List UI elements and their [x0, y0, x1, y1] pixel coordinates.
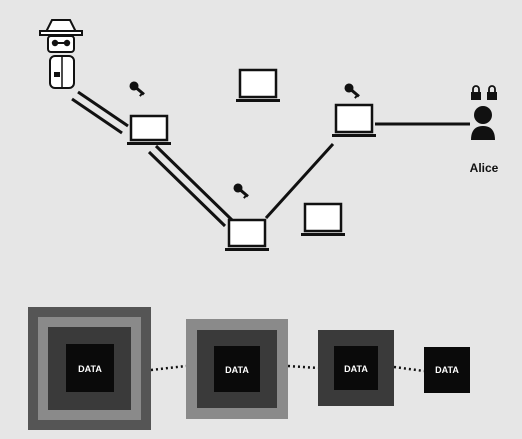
spy-icon	[39, 19, 83, 89]
laptop-icon	[127, 114, 171, 145]
data-label: DATA	[225, 365, 249, 375]
data-packet-4-layers: DATA	[28, 307, 151, 430]
alice-label: Alice	[470, 161, 499, 175]
laptop-icon	[301, 202, 345, 236]
key-icon	[344, 83, 360, 99]
laptop-icon	[236, 68, 280, 102]
laptop-icon	[225, 218, 269, 251]
user-icon	[471, 106, 495, 140]
laptop-icon	[332, 103, 376, 137]
data-label: DATA	[344, 364, 368, 374]
data-label: DATA	[78, 364, 102, 374]
data-packet-core: DATA	[424, 347, 470, 393]
data-packet-2-layers: DATA	[318, 330, 394, 406]
relay-link-b	[147, 150, 227, 228]
key-icon	[233, 183, 249, 199]
data-label: DATA	[435, 365, 459, 375]
relay-link-a	[154, 144, 234, 222]
attacker-link-b	[71, 97, 123, 135]
layer-connectors	[150, 364, 425, 373]
key-icon	[129, 81, 145, 97]
attacker-link-a	[77, 90, 129, 128]
lock-icon	[471, 85, 481, 100]
lock-icon	[487, 85, 497, 100]
data-packet-3-layers: DATA	[186, 319, 288, 419]
network-links	[71, 90, 470, 228]
relay-link-c	[264, 142, 335, 220]
